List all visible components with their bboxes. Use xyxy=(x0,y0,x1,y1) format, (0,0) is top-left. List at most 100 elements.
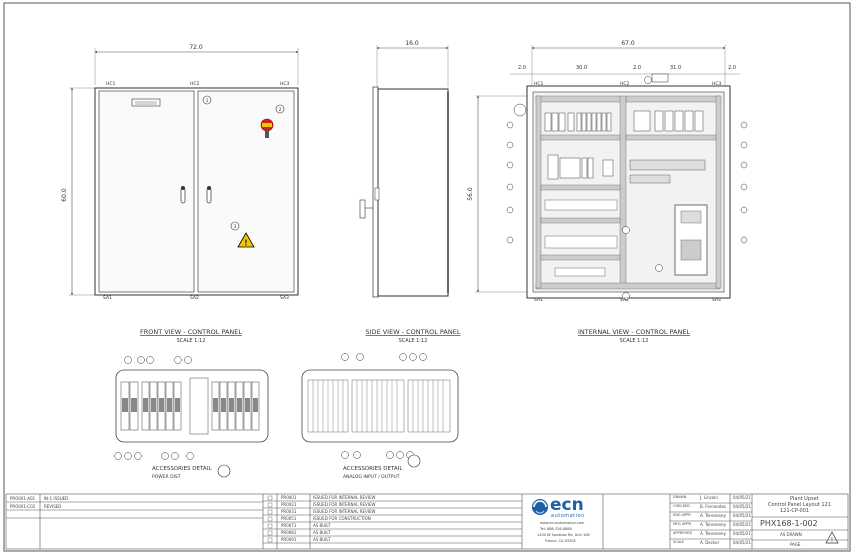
svg-text:2.0: 2.0 xyxy=(633,65,641,71)
internal-view-title: INTERNAL VIEW - CONTROL PANEL xyxy=(578,328,690,336)
detail-right-sub: ANALOG INPUT / OUTPUT xyxy=(343,474,400,480)
revision-desc-2: REVISED xyxy=(44,504,62,509)
svg-text:SA1: SA1 xyxy=(534,297,543,303)
sheet-border xyxy=(3,2,851,552)
title-block-frame xyxy=(5,493,849,550)
enclosure-side xyxy=(377,88,449,297)
signoff-name-3: A. Tennessey xyxy=(700,513,726,518)
side-handle-icon xyxy=(359,199,366,219)
svg-text:SA2: SA2 xyxy=(190,295,199,301)
svg-text:2: 2 xyxy=(279,107,282,113)
signoff-role-5: APPROVED xyxy=(673,531,693,535)
terminal-strip-1 xyxy=(544,199,618,211)
front-view-scale: SCALE 1:12 xyxy=(177,338,206,344)
breaker-row-top xyxy=(544,112,612,132)
svg-text:HC2: HC2 xyxy=(620,81,630,87)
ecn-logo-icon xyxy=(532,499,548,515)
vfd-drive-icon xyxy=(674,204,708,276)
svg-text:HC1: HC1 xyxy=(106,81,116,87)
nameplate xyxy=(131,98,161,107)
company-phone: Tel: 888-326-8888 xyxy=(540,527,572,531)
door-handle-right-icon xyxy=(206,186,212,204)
svg-text:67.0: 67.0 xyxy=(621,40,635,47)
detail-left-title: ACCESSORIES DETAIL xyxy=(152,466,212,472)
note-id-6: PR0081 xyxy=(281,530,297,535)
svg-text:SA1: SA1 xyxy=(103,295,112,301)
note-id-2: PR0021 xyxy=(281,502,297,507)
signoff-name-4: A. Tennessey xyxy=(700,522,726,527)
warning-label-icon: ! xyxy=(237,232,255,248)
company-city: Fresno, CA 93305 xyxy=(545,539,576,543)
note-id-7: PR0091 xyxy=(281,537,297,542)
revision-rev-2: PRO001-C02 xyxy=(10,504,36,509)
svg-text:3: 3 xyxy=(234,224,237,230)
left-door xyxy=(98,90,195,293)
internal-view-scale: SCALE 1:12 xyxy=(620,338,649,344)
note-desc-4: ISSUED FOR CONSTRUCTION xyxy=(313,516,371,521)
svg-text:SA2: SA2 xyxy=(620,297,629,303)
svg-text:2.0: 2.0 xyxy=(728,65,736,71)
sheet-label: PAGE xyxy=(790,542,801,547)
company-website: www.ecnautomation.com xyxy=(540,521,585,525)
svg-text:60.0: 60.0 xyxy=(61,188,68,202)
note-id-3: PR0031 xyxy=(281,509,297,514)
signoff-date-5: 04/05/21 xyxy=(733,531,751,536)
contactor-group xyxy=(633,110,704,132)
svg-text:2.0: 2.0 xyxy=(518,65,526,71)
revision-desc-1: IN-1 ISSUED xyxy=(44,496,69,501)
signoff-name-2: B. Fernandes xyxy=(700,504,727,509)
front-view-title: FRONT VIEW - CONTROL PANEL xyxy=(140,328,242,336)
signoff-date-1: 04/05/21 xyxy=(733,495,751,500)
svg-text:SA3: SA3 xyxy=(712,297,721,303)
svg-text:16.0: 16.0 xyxy=(405,40,419,47)
note-desc-2: ISSUED FOR INTERNAL REVIEW xyxy=(313,502,376,507)
signoff-role-6: SCALE xyxy=(673,540,685,544)
terminal-strip-2 xyxy=(544,235,618,249)
side-view: 16.0 xyxy=(359,40,449,298)
disconnect-handle-icon xyxy=(260,118,274,138)
company-logo-text: ecn xyxy=(550,495,584,515)
svg-text:SA3: SA3 xyxy=(280,295,289,301)
signoff-name-5: A. Tennessey xyxy=(700,531,726,536)
note-desc-3: ISSUED FOR INTERNAL REVIEW xyxy=(313,509,376,514)
svg-text:HC3: HC3 xyxy=(280,81,290,87)
revision-rev-1: PRO001-A01 xyxy=(10,496,36,501)
svg-text:!: ! xyxy=(244,239,248,248)
svg-text:30.0: 30.0 xyxy=(576,65,587,71)
company-tagline: automation xyxy=(551,513,585,519)
note-desc-5: AS BUILT xyxy=(313,523,331,528)
signoff-date-2: 04/05/21 xyxy=(733,504,751,509)
company-address: 1200 W Sandbox Rd, Unit 108 xyxy=(537,533,590,537)
note-id-5: PR0071 xyxy=(281,523,297,528)
accessories-detail-left xyxy=(114,356,269,478)
internal-view: 67.0 2.0 30.0 2.0 31.0 2.0 56.0 xyxy=(467,40,748,303)
door-handle-left-icon xyxy=(180,186,186,204)
note-id-4: PR0051 xyxy=(281,516,297,521)
svg-text:1: 1 xyxy=(206,98,209,104)
side-view-scale: SCALE 1:12 xyxy=(399,338,428,344)
signoff-role-1: DRAWN xyxy=(673,495,687,499)
detail-left-sub: POWER DIST xyxy=(152,474,181,480)
drawing-id: 121-CP-001 xyxy=(780,508,810,514)
signoff-name-6: A. Decker xyxy=(700,540,720,545)
signoff-date-6: 04/05/21 xyxy=(733,540,751,545)
signoff-role-4: MFG APPR xyxy=(673,522,691,526)
note-desc-7: AS BUILT xyxy=(313,537,331,542)
svg-text:31.0: 31.0 xyxy=(670,65,681,71)
plc-rack xyxy=(547,154,614,180)
drawing-size: AS DRAWN xyxy=(780,532,802,537)
note-desc-6: AS BUILT xyxy=(313,530,331,535)
terminal-strip-3 xyxy=(554,267,606,277)
drawing-number: PHX168-1-002 xyxy=(760,519,818,528)
signoff-role-3: ENG APPR xyxy=(673,513,691,517)
project-name: Plant Upset xyxy=(790,496,819,502)
svg-text:56.0: 56.0 xyxy=(467,187,474,201)
signoff-role-2: CHECKED xyxy=(673,504,690,508)
svg-text:HC1: HC1 xyxy=(534,81,544,87)
accessories-detail-right xyxy=(301,353,459,468)
signoff-date-3: 04/05/21 xyxy=(733,513,751,518)
svg-text:72.0: 72.0 xyxy=(189,44,203,51)
svg-text:!: ! xyxy=(831,537,833,544)
terminal-strip-mid xyxy=(629,159,706,184)
